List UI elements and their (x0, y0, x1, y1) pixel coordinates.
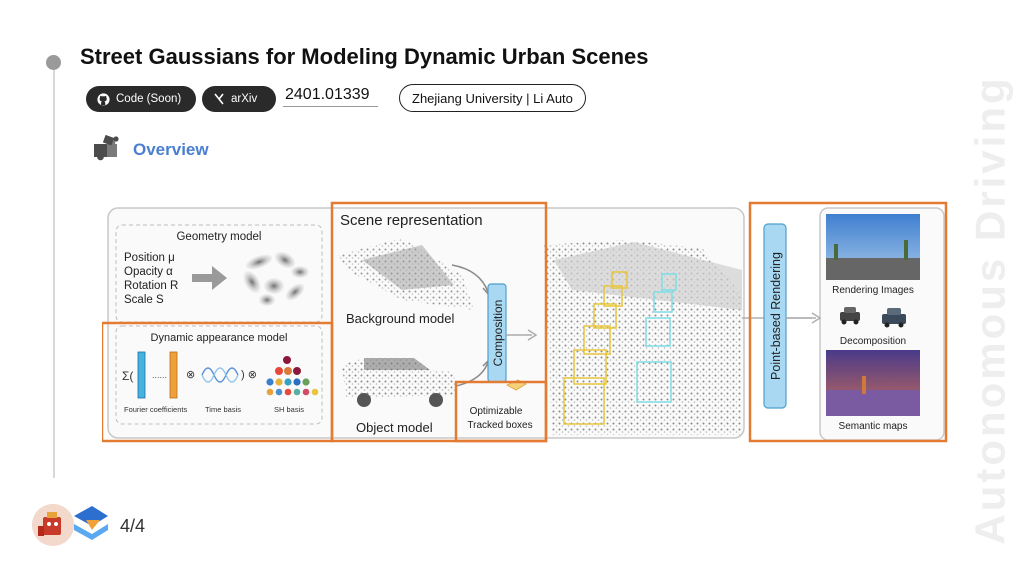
fourier-label: Fourier coefficients (124, 405, 187, 414)
arxiv-button[interactable]: arXiv (202, 86, 276, 112)
composition-label: Composition (491, 300, 505, 367)
robot-avatar-icon (32, 504, 74, 546)
time-basis-label: Time basis (205, 405, 241, 414)
svg-text:......: ...... (152, 370, 167, 380)
tracked-boxes-label: Tracked boxes (467, 420, 532, 431)
appearance-model-box (115, 325, 323, 425)
point-rendering-block (763, 223, 787, 409)
scale-label: Scale S (124, 294, 164, 306)
github-icon (97, 92, 110, 106)
object-model-label: Object model (356, 420, 433, 435)
highlight-boxes (102, 201, 948, 443)
overview-figure: Geometry model Position μ Opacity α Rota… (102, 201, 948, 443)
decomposition-label: Decomposition (840, 336, 906, 347)
right-arrow-icon (192, 266, 227, 290)
appearance-model-title: Dynamic appearance model (151, 332, 288, 344)
timeline-line (53, 68, 55, 478)
rotation-label: Rotation R (124, 280, 178, 292)
page-number: 4/4 (120, 516, 146, 536)
sh-basis-label: SH basis (274, 405, 304, 414)
arxiv-id: 2401.01339 (283, 86, 378, 107)
avatar (32, 504, 74, 546)
watermark: Autonomous Driving (967, 75, 1014, 545)
point-rendering-label: Point-based Rendering (769, 252, 783, 380)
affiliation-badge: Zhejiang University | Li Auto (399, 84, 586, 112)
puzzle-icon (94, 134, 119, 161)
cyan-tracked-boxes (636, 273, 677, 403)
title-bullet (46, 55, 61, 70)
gaussian-blobs (243, 251, 309, 306)
section-label-overview: Overview (133, 140, 209, 159)
decomposition-cars-icon (840, 307, 906, 328)
scene-representation-title: Scene representation (340, 212, 483, 229)
semantic-maps-label: Semantic maps (839, 421, 908, 432)
geometry-model-title: Geometry model (176, 231, 261, 243)
svg-text:⊗: ⊗ (186, 369, 195, 381)
rendering-images-label: Rendering Images (832, 285, 914, 296)
svg-text:Σ(: Σ( (122, 369, 133, 383)
code-button[interactable]: Code (Soon) (86, 86, 196, 112)
arxiv-icon (214, 93, 224, 105)
code-button-label: Code (Soon) (116, 93, 182, 105)
opacity-label: Opacity α (124, 266, 173, 278)
sh-basis-dots (266, 356, 319, 396)
position-label: Position μ (124, 252, 175, 264)
arxiv-button-label: arXiv (231, 93, 258, 105)
optimizable-label: Optimizable (470, 406, 523, 417)
background-model-label: Background model (346, 311, 455, 326)
page-title: Street Gaussians for Modeling Dynamic Ur… (80, 44, 649, 69)
svg-text:) ⊗: ) ⊗ (241, 369, 257, 381)
blue-stack-logo-icon (74, 506, 108, 540)
yellow-tracked-boxes (563, 271, 628, 425)
